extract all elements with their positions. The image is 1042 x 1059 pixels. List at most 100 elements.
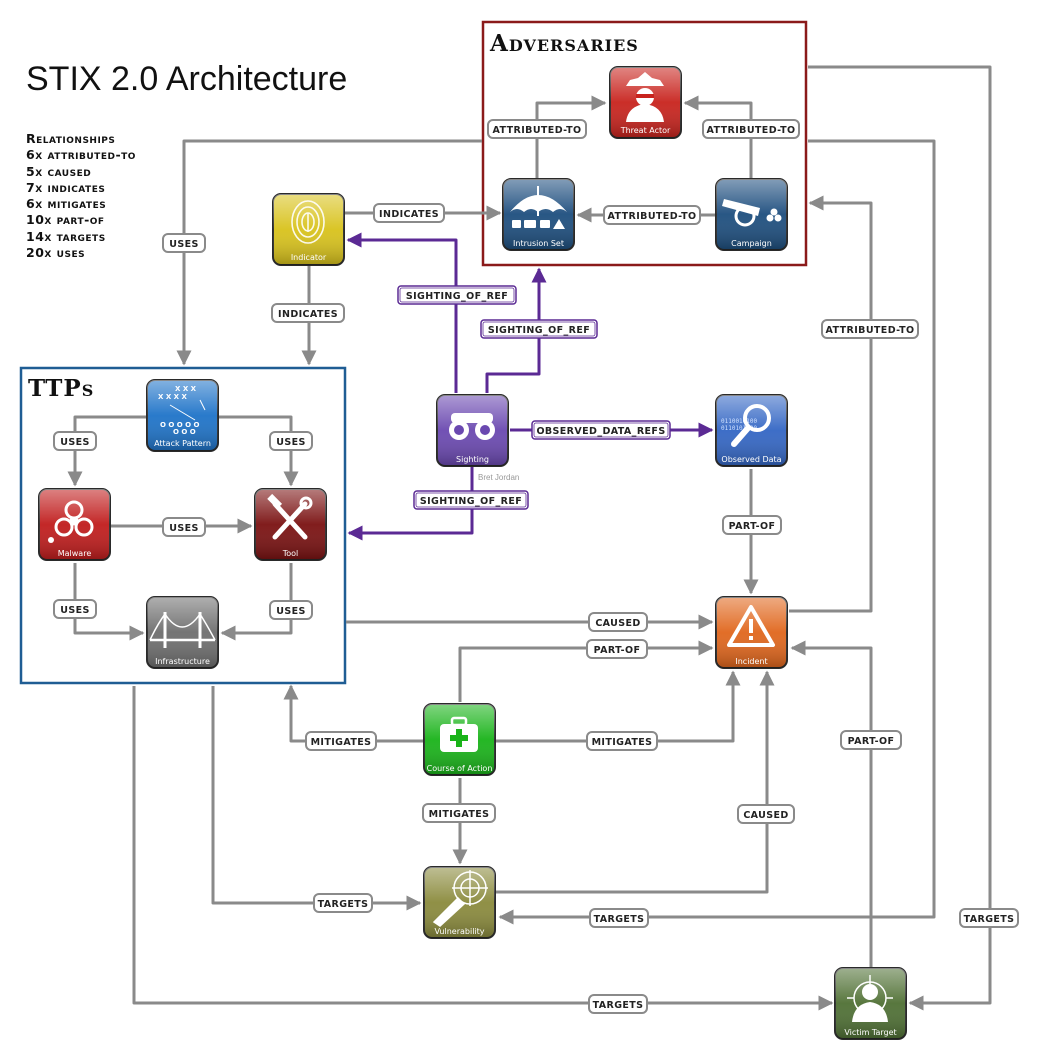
edge-label-text: TARGETS xyxy=(593,1000,644,1011)
edge-label: SIGHTING_OF_REF xyxy=(480,319,598,339)
edge-adv-vic xyxy=(808,65,992,1011)
node-victim-target[interactable]: Victim Target xyxy=(834,967,907,1040)
svg-text:0110010100: 0110010100 xyxy=(721,418,758,425)
relationships-legend: Relationships 6x attributed-to 5x caused… xyxy=(26,131,136,261)
first-aid-kit-icon xyxy=(440,716,478,752)
svg-text:X X X: X X X xyxy=(175,385,197,393)
binoculars-icon xyxy=(449,413,495,440)
edge-coa-inc-partof xyxy=(458,640,714,702)
edge-camp-ta xyxy=(683,95,753,178)
node-label: Threat Actor xyxy=(620,126,671,135)
node-observed-data[interactable]: 0110010100 0110101000 Observed Data xyxy=(715,394,788,467)
edge-label-text: ATTRIBUTED-TO xyxy=(608,211,697,222)
edge-label-text: TARGETS xyxy=(964,914,1015,925)
edge-label-text: SIGHTING_OF_REF xyxy=(488,325,590,336)
node-tool[interactable]: Tool xyxy=(254,488,327,561)
cannon-icon xyxy=(722,199,782,227)
page-title: STIX 2.0 Architecture xyxy=(26,60,348,98)
edge-label: USES xyxy=(53,431,97,451)
edge-adv-ttp xyxy=(176,139,482,366)
edge-label-text: CAUSED xyxy=(595,618,640,629)
edge-label-text: TARGETS xyxy=(318,899,369,910)
node-course-of-action[interactable]: Course of Action xyxy=(423,703,496,776)
edge-label-text: CAUSED xyxy=(743,810,788,821)
relationship-count: 5x caused xyxy=(26,163,92,179)
svg-text:X X X X: X X X X xyxy=(158,393,188,401)
edge-vul-inc xyxy=(496,670,775,894)
edge-label: TARGETS xyxy=(959,908,1019,928)
bridge-icon xyxy=(149,612,216,648)
relationship-count: 20x uses xyxy=(26,245,86,261)
node-label: Vulnerability xyxy=(434,927,484,936)
crosshair-person-icon xyxy=(847,975,893,1022)
edge-label: INDICATES xyxy=(271,303,345,323)
edge-label: TARGETS xyxy=(313,893,373,913)
edge-label: ATTRIBUTED-TO xyxy=(702,119,800,139)
edge-label: PART-OF xyxy=(722,515,782,535)
edge-label-text: USES xyxy=(60,605,90,616)
node-malware[interactable]: Malware xyxy=(38,488,111,561)
edge-label-text: INDICATES xyxy=(379,209,439,220)
edge-label-text: SIGHTING_OF_REF xyxy=(406,291,508,302)
relationship-count: 14x targets xyxy=(26,228,106,244)
relationships-heading: Relationships xyxy=(26,131,116,146)
credit-text: Bret Jordan xyxy=(478,473,519,482)
node-campaign[interactable]: Campaign xyxy=(715,178,788,251)
adversaries-group xyxy=(481,20,808,267)
node-infrastructure[interactable]: Infrastructure xyxy=(146,596,219,669)
node-label: Tool xyxy=(282,549,299,558)
edge-label: ATTRIBUTED-TO xyxy=(603,205,701,225)
edge-label-text: USES xyxy=(169,239,199,250)
radar-icon xyxy=(432,870,488,927)
umbrella-icon xyxy=(510,186,567,229)
edge-label-text: MITIGATES xyxy=(429,809,490,820)
edge-label: SIGHTING_OF_REF xyxy=(413,490,529,510)
edge-label-text: TARGETS xyxy=(594,914,645,925)
hammer-wrench-icon xyxy=(267,493,313,540)
edge-label: INDICATES xyxy=(373,203,445,223)
edge-tool-infra xyxy=(220,563,293,641)
svg-text:O O O: O O O xyxy=(173,428,196,436)
edge-coa-ttp xyxy=(283,684,423,743)
edge-inc-adv xyxy=(789,195,873,613)
edge-label-text: OBSERVED_DATA_REFS xyxy=(536,426,665,437)
edge-label-text: SIGHTING_OF_REF xyxy=(420,496,522,507)
edge-label-text: USES xyxy=(276,606,306,617)
node-threat-actor[interactable]: Threat Actor xyxy=(609,66,682,139)
edge-label-text: MITIGATES xyxy=(592,737,653,748)
node-incident[interactable]: Incident xyxy=(715,596,788,669)
edge-adv-vul xyxy=(498,139,936,925)
node-attack-pattern[interactable]: X X X X X X X O O O O O O O O Attack Pat… xyxy=(146,379,219,452)
node-label: Indicator xyxy=(291,253,327,262)
fingerprint-icon xyxy=(291,200,325,244)
edge-label-text: USES xyxy=(60,437,90,448)
edge-label: SIGHTING_OF_REF xyxy=(397,285,517,305)
node-label: Sighting xyxy=(456,455,489,464)
edge-label: TARGETS xyxy=(589,908,649,928)
node-intrusion-set[interactable]: Intrusion Set xyxy=(502,178,575,251)
edge-ttp-vul xyxy=(211,686,422,911)
edge-label: ATTRIBUTED-TO xyxy=(487,119,587,139)
warning-triangle-icon xyxy=(727,605,775,647)
edge-label-text: PART-OF xyxy=(594,645,641,656)
edge-label: OBSERVED_DATA_REFS xyxy=(531,420,671,440)
node-label: Malware xyxy=(58,549,92,558)
edge-label-text: ATTRIBUTED-TO xyxy=(826,325,915,336)
biohazard-icon xyxy=(54,500,94,537)
relationship-count: 6x mitigates xyxy=(26,196,107,212)
node-vulnerability[interactable]: Vulnerability xyxy=(423,866,496,939)
edge-label: USES xyxy=(269,431,313,451)
svg-text:O O O O O: O O O O O xyxy=(160,421,200,429)
edge-label: MITIGATES xyxy=(422,803,496,823)
adversaries-title: Adversaries xyxy=(489,30,639,57)
ttps-group xyxy=(19,366,347,685)
node-label: Incident xyxy=(735,657,767,666)
edge-label-text: INDICATES xyxy=(278,309,338,320)
edge-vic-inc xyxy=(790,640,873,967)
node-sighting[interactable]: Sighting xyxy=(436,394,509,467)
relationship-count: 10x part-of xyxy=(26,212,105,228)
node-indicator[interactable]: Indicator xyxy=(272,193,345,266)
relationship-count: 7x indicates xyxy=(26,179,106,195)
magnifier-icon: 0110010100 0110101000 xyxy=(721,404,771,447)
edge-label: PART-OF xyxy=(586,639,648,659)
